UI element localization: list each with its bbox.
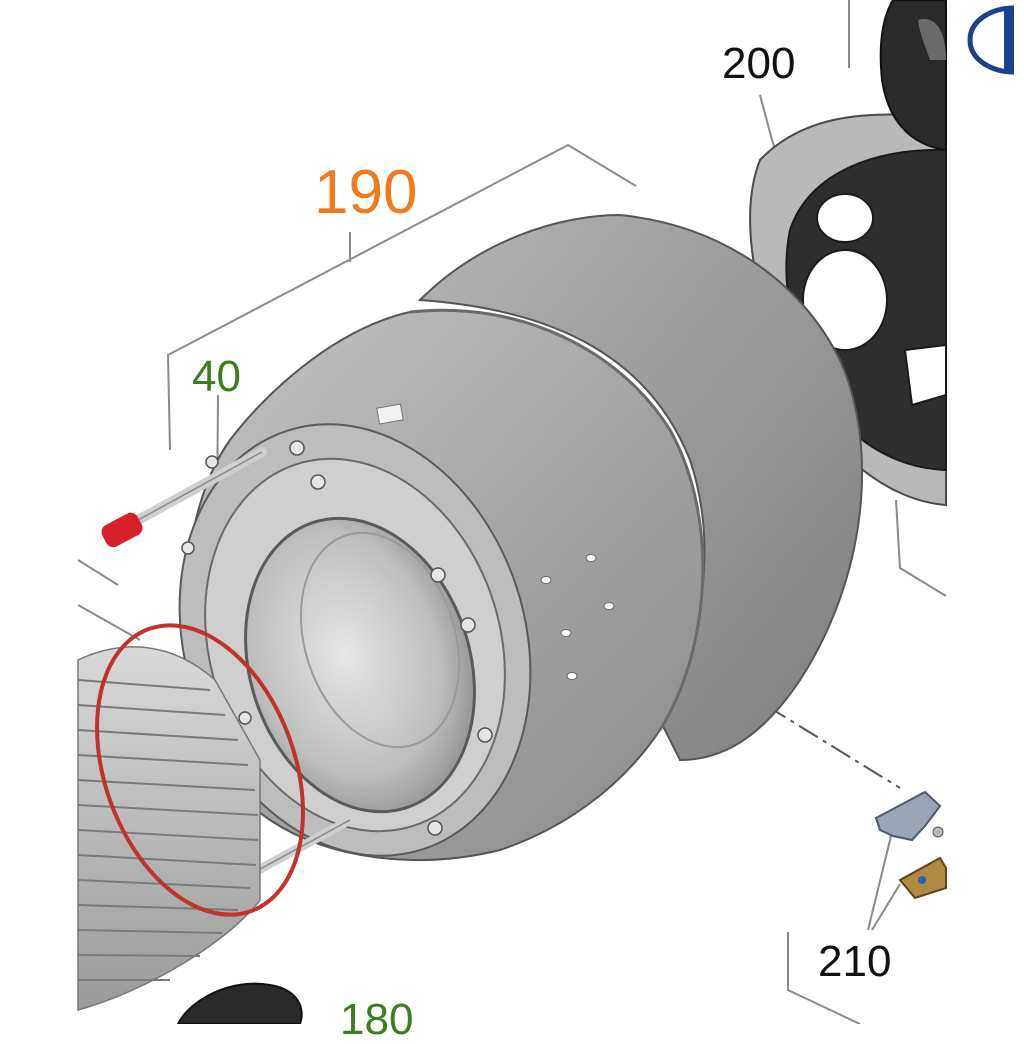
flange-bolts [181, 440, 493, 836]
stator-fins-part [77, 646, 261, 1011]
gasket-ring-part [95, 623, 305, 917]
rotor-part [176, 982, 303, 1025]
callout-190: 190 [314, 158, 418, 227]
end-flange-part [749, 113, 947, 507]
callout-40: 40 [192, 352, 241, 401]
brand-logo-icon [967, 5, 1015, 75]
motor-housing-part [178, 213, 864, 861]
bracket-part [874, 790, 947, 900]
callout-210: 210 [818, 937, 892, 986]
side-holes [540, 554, 615, 680]
callout-200: 200 [722, 39, 796, 88]
motor-partial-part [879, 0, 947, 152]
callout-180: 180 [340, 995, 414, 1044]
